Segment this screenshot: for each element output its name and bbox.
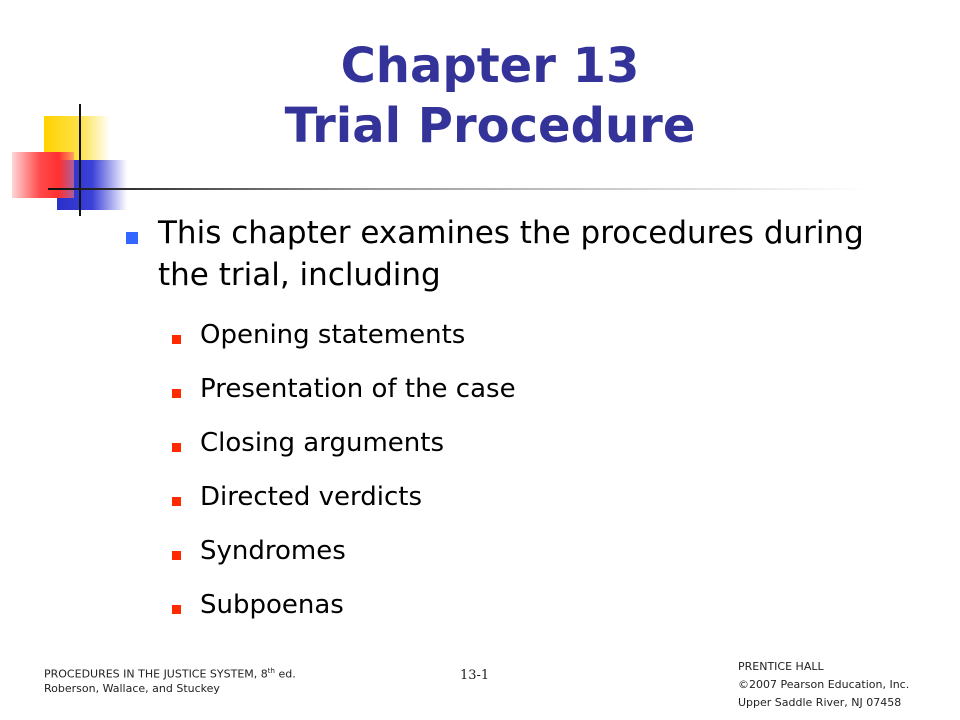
- square-bullet-icon: [172, 335, 181, 344]
- sub-bullet-list: Opening statements Presentation of the c…: [120, 308, 900, 632]
- footer-book-info: PROCEDURES IN THE JUSTICE SYSTEM, 8th ed…: [44, 664, 296, 696]
- footer-book-title-text: PROCEDURES IN THE JUSTICE SYSTEM, 8: [44, 667, 268, 681]
- footer-copyright: ©2007 Pearson Education, Inc.: [738, 678, 910, 691]
- sub-bullet-text: Subpoenas: [200, 590, 344, 620]
- slide-title: Chapter 13 Trial Procedure: [170, 36, 810, 156]
- list-item: Subpoenas: [120, 578, 900, 632]
- footer-book-title: PROCEDURES IN THE JUSTICE SYSTEM, 8th ed…: [44, 664, 296, 682]
- footer-edition-suffix: ed.: [274, 667, 296, 681]
- main-bullet-text: This chapter examines the procedures dur…: [158, 215, 864, 293]
- red-square-decoration: [12, 152, 74, 198]
- sub-bullet-text: Opening statements: [200, 320, 466, 350]
- footer-edition-superscript: th: [267, 667, 275, 675]
- square-bullet-icon: [172, 497, 181, 506]
- vertical-rule-decoration: [79, 104, 81, 216]
- list-item: Closing arguments: [120, 416, 900, 470]
- square-bullet-icon: [126, 232, 138, 244]
- sub-bullet-text: Directed verdicts: [200, 482, 422, 512]
- decorative-squares-logo: [0, 0, 150, 230]
- footer-address: Upper Saddle River, NJ 07458: [738, 696, 902, 709]
- footer-publisher: PRENTICE HALL: [738, 660, 824, 673]
- horizontal-rule-decoration: [48, 188, 868, 190]
- main-bullet: This chapter examines the procedures dur…: [120, 212, 900, 296]
- list-item: Directed verdicts: [120, 470, 900, 524]
- title-line-2: Trial Procedure: [284, 98, 696, 154]
- sub-bullet-text: Presentation of the case: [200, 374, 516, 404]
- footer-publisher-info: PRENTICE HALL ©2007 Pearson Education, I…: [738, 658, 909, 712]
- square-bullet-icon: [172, 389, 181, 398]
- square-bullet-icon: [172, 551, 181, 560]
- list-item: Syndromes: [120, 524, 900, 578]
- sub-bullet-text: Syndromes: [200, 536, 346, 566]
- list-item: Presentation of the case: [120, 362, 900, 416]
- page-number: 13-1: [460, 668, 490, 683]
- square-bullet-icon: [172, 605, 181, 614]
- list-item: Opening statements: [120, 308, 900, 362]
- title-line-1: Chapter 13: [340, 38, 640, 94]
- square-bullet-icon: [172, 443, 181, 452]
- slide-content: This chapter examines the procedures dur…: [120, 212, 900, 632]
- sub-bullet-text: Closing arguments: [200, 428, 444, 458]
- footer-authors: Roberson, Wallace, and Stuckey: [44, 681, 220, 695]
